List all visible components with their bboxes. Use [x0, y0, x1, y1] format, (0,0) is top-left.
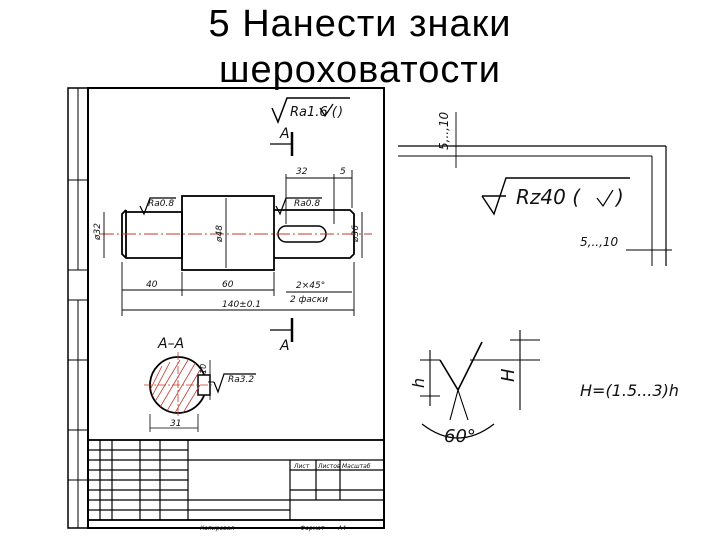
right-panel-corner	[398, 112, 672, 266]
section-mark-bottom: A	[279, 338, 290, 354]
rz-text: Rz40 (	[516, 185, 581, 209]
dia-48-text: ø48	[215, 225, 225, 243]
ra-right-symbol	[275, 197, 322, 216]
h-big-text: H	[498, 368, 519, 382]
dim-5-text: 5	[340, 167, 346, 177]
title-block	[87, 439, 385, 521]
section-a-a	[144, 352, 256, 432]
margin-stamp	[68, 88, 88, 528]
tb-list-text: Лист	[293, 463, 310, 470]
tb-copy-text: Копировал	[200, 525, 234, 532]
section-mark-top: A	[279, 126, 290, 142]
slide-title-line1: 5 Нанести знаки	[208, 3, 512, 45]
dim-60-text: 60	[222, 280, 234, 290]
ra-left-text: Ra0.8	[148, 199, 174, 209]
dimension-lines	[103, 170, 363, 316]
dim-32-text: 32	[296, 167, 308, 177]
chamfer-note-text: 2 фаски	[290, 295, 328, 305]
tb-format-value: А4	[337, 525, 346, 532]
general-roughness-close: )	[337, 105, 343, 120]
rz-close: )	[614, 185, 624, 209]
h-small-text: h	[409, 378, 428, 388]
tb-mass-text: Масштаб	[342, 463, 371, 470]
general-roughness-symbol	[271, 97, 350, 125]
dim-10-text: 10	[199, 364, 208, 374]
tb-sheets-text: Листов	[317, 463, 341, 470]
ra-right-text: Ra0.8	[294, 199, 320, 209]
overall-dim-text: 140±0.1	[222, 300, 261, 310]
angle-text: 60°	[444, 426, 476, 447]
symbol-construction	[420, 330, 540, 439]
dia-32-text: ø32	[93, 223, 103, 241]
dim-bottom-text: 5,..,10	[580, 235, 619, 249]
ra-left-symbol	[139, 197, 176, 216]
tb-format-text: Формат	[300, 525, 325, 532]
ra-section-text: Ra3.2	[228, 375, 254, 385]
dim-31-text: 31	[170, 419, 181, 429]
chamfer-text: 2×45°	[296, 281, 325, 291]
slide-title-line2: шероховатости	[219, 49, 501, 91]
drawing-frame	[87, 87, 385, 529]
dim-40-text: 40	[146, 280, 158, 290]
dim-top-text: 5,..,10	[437, 111, 451, 150]
general-roughness-text: Ra1.6 (	[290, 105, 338, 120]
section-label-text: А–А	[157, 336, 184, 352]
formula-text: H=(1.5...3)h	[580, 381, 679, 400]
dia-36-text: ø36	[351, 225, 361, 243]
ra-section-symbol	[213, 373, 256, 394]
